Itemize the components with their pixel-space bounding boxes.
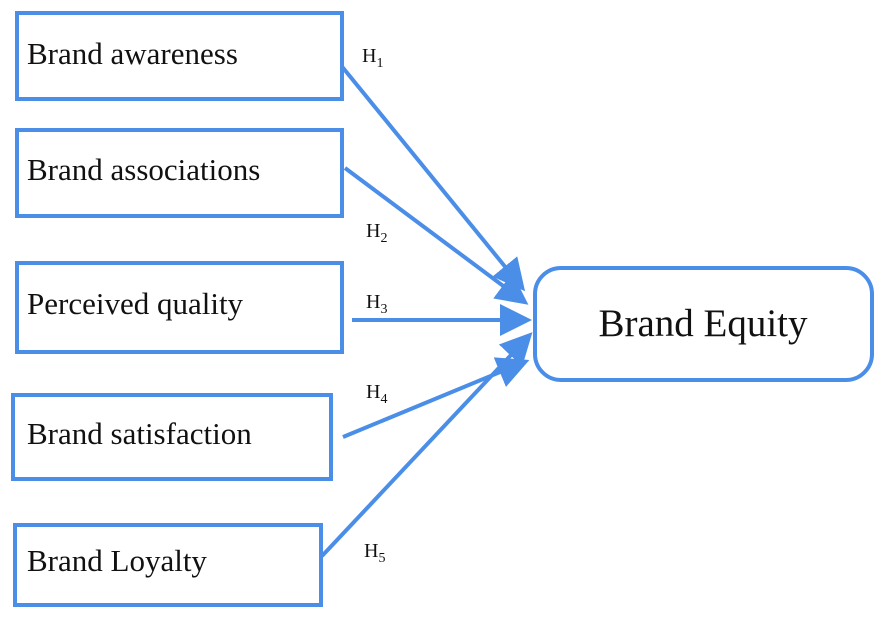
arrow-h2 — [343, 166, 529, 305]
hypothesis-label-h1: H1 — [362, 45, 383, 71]
hypothesis-label-h2: H2 — [366, 220, 387, 246]
target-label: Brand Equity — [598, 302, 808, 345]
construct-box-brand-satisfaction: Brand satisfaction — [11, 393, 333, 481]
arrow-h1 — [333, 56, 526, 292]
target-box-brand-equity: Brand Equity — [533, 266, 874, 382]
construct-label: Brand satisfaction — [27, 416, 252, 451]
construct-box-brand-loyalty: Brand Loyalty — [13, 523, 323, 607]
hypothesis-label-h5: H5 — [364, 540, 385, 566]
construct-box-brand-associations: Brand associations — [15, 128, 344, 218]
hypothesis-label-h3: H3 — [366, 291, 387, 317]
hypothesis-label-h4: H4 — [366, 381, 387, 407]
construct-label: Brand awareness — [27, 36, 238, 71]
arrow-h5 — [320, 332, 533, 558]
arrows — [320, 56, 533, 558]
construct-label: Brand associations — [27, 152, 260, 187]
construct-box-brand-awareness: Brand awareness — [15, 11, 344, 101]
construct-box-perceived-quality: Perceived quality — [15, 261, 344, 354]
construct-label: Perceived quality — [27, 286, 244, 321]
construct-label: Brand Loyalty — [27, 543, 207, 578]
